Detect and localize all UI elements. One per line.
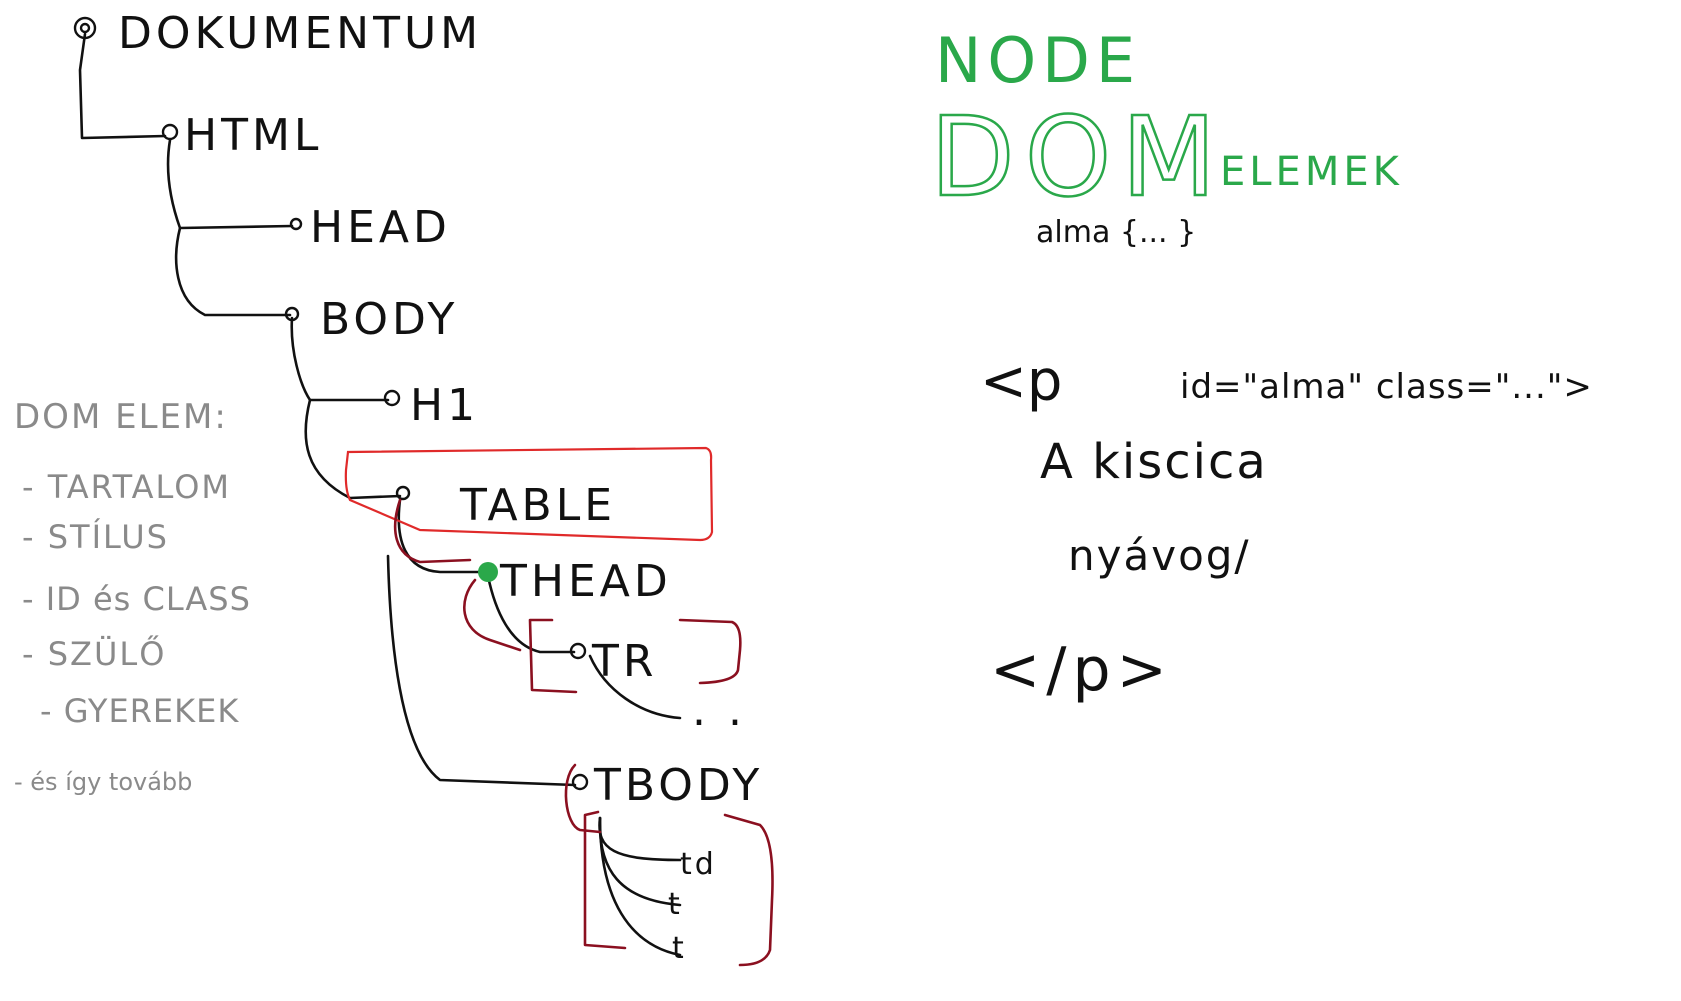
red-bracket-tbody-left: [583, 810, 627, 950]
red-bracket-tr-left: [528, 618, 578, 694]
red-arrow-table-thead: [393, 498, 472, 564]
red-arrow-table-tbody: [564, 763, 602, 834]
legend-item-gyerekek: - GYEREKEK: [40, 692, 239, 730]
connector-dokumentum-html: [78, 32, 167, 140]
node-label-head: HEAD: [310, 202, 451, 253]
legend-title: DOM ELEM:: [14, 397, 228, 437]
node-dot-table: [395, 485, 411, 501]
node-label-tr: TR: [591, 636, 657, 687]
node-dot-tbody: [571, 773, 589, 791]
red-arrow-thead-tr: [463, 578, 522, 652]
dom-elem-legend: DOM ELEM: - TARTALOM - STÍLUS - ID és CL…: [14, 397, 251, 796]
tree-connectors: [78, 32, 682, 957]
node-dot-thead: [478, 562, 498, 582]
code-open-tag: <p: [980, 349, 1062, 414]
connector-tbody-td3: [598, 816, 682, 957]
legend-item-stilus: - STÍLUS: [22, 518, 169, 556]
node-heading: NODE: [935, 24, 1141, 97]
tree-node-labels: DOKUMENTUM HTML HEAD BODY H1 TABLE THEAD…: [118, 8, 763, 966]
node-dot-h1: [383, 389, 401, 407]
connector-tbody-td1: [598, 816, 682, 862]
connector-tr-ellipsis: [588, 654, 682, 720]
tree-node-dots: [73, 16, 589, 791]
code-content-line1: A kiscica: [1040, 434, 1268, 490]
dark-red-annotations: [393, 498, 774, 967]
node-dot-dokumentum-inner: [79, 22, 91, 34]
node-label-ellipsis: . .: [692, 685, 746, 736]
node-label-td3: t: [672, 931, 687, 966]
node-dom-heading: NODE DOM ELEMEK alma {... }: [929, 24, 1403, 250]
dom-heading: DOM: [930, 93, 1226, 221]
red-bracket-tr-right: [678, 618, 742, 685]
code-close-tag: </p>: [990, 635, 1173, 705]
code-attributes: id="alma" class="...">: [1180, 367, 1593, 407]
code-content-line2: nyávog/: [1068, 531, 1251, 580]
elemek-heading: ELEMEK: [1220, 149, 1403, 195]
node-label-h1: H1: [410, 380, 479, 431]
connector-html-head: [166, 138, 294, 230]
node-label-thead: THEAD: [499, 556, 672, 607]
red-bracket-tbody-right: [723, 813, 774, 967]
connector-table-thead: [397, 498, 487, 574]
css-snippet: alma {... }: [1036, 215, 1196, 250]
node-dot-html: [161, 123, 179, 141]
connector-body-table: [304, 398, 402, 500]
node-label-td2: t: [668, 887, 683, 922]
node-label-td1: td: [680, 847, 717, 882]
connector-html-body: [174, 226, 292, 317]
node-label-tbody: TBODY: [593, 760, 763, 811]
legend-item-id-class: - ID és CLASS: [22, 580, 251, 618]
legend-item-es-igy-tovabb: - és így tovább: [14, 768, 192, 796]
node-dot-body: [284, 306, 300, 322]
connector-thead-tr: [486, 574, 576, 654]
node-dot-tr: [569, 642, 587, 660]
table-highlight-box: [344, 446, 714, 542]
node-label-html: HTML: [184, 110, 322, 161]
node-label-table: TABLE: [459, 480, 616, 531]
connector-table-tbody: [386, 554, 577, 787]
node-label-body: BODY: [320, 294, 458, 345]
legend-item-tartalom: - TARTALOM: [22, 468, 231, 506]
html-code-example: <p id="alma" class="..."> A kiscica nyáv…: [980, 349, 1593, 705]
node-dot-dokumentum: [73, 16, 97, 40]
node-label-dokumentum: DOKUMENTUM: [118, 8, 482, 59]
node-dot-head: [289, 217, 303, 231]
legend-item-szulo: - SZÜLŐ: [22, 634, 166, 673]
